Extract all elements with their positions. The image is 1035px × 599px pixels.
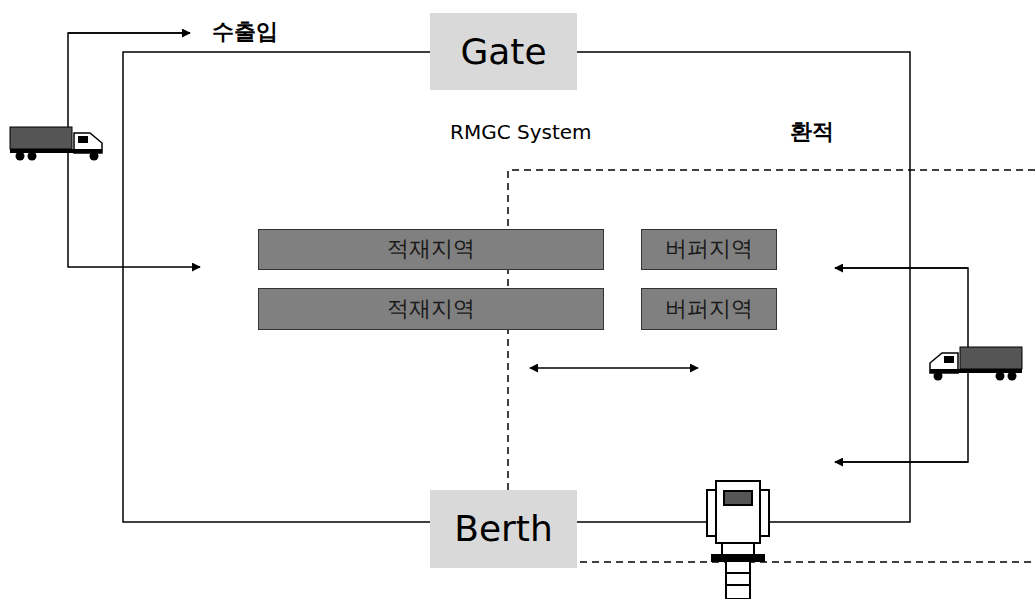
flow-label: 수출입: [212, 20, 278, 44]
quay-crane-icon: [707, 481, 769, 599]
transfer-arrow: [530, 367, 698, 369]
node-text: 적재지역: [387, 297, 475, 321]
truck-icon: [10, 127, 102, 161]
storage-block: 적재지역: [258, 288, 604, 330]
storage-block: 적재지역: [258, 229, 604, 270]
import-export-arrow: [68, 32, 190, 34]
transship-arrow: [835, 267, 968, 269]
terminal-boundary: [123, 52, 910, 522]
node-text: Berth: [454, 509, 553, 549]
gate-berth-box: Berth: [430, 490, 577, 568]
node-text: 적재지역: [387, 237, 475, 261]
flow-label: 환적: [790, 120, 834, 144]
node-text: Gate: [460, 32, 546, 72]
truck-icon: [930, 347, 1022, 381]
node-text: 버퍼지역: [665, 297, 753, 321]
transship-flow: [835, 268, 968, 462]
transship-arrow: [835, 461, 968, 463]
storage-block: 버퍼지역: [641, 229, 777, 270]
storage-block: 버퍼지역: [641, 288, 777, 330]
gate-berth-box: Gate: [430, 13, 577, 90]
node-text: 버퍼지역: [665, 237, 753, 261]
system-label: RMGC System: [450, 121, 592, 143]
